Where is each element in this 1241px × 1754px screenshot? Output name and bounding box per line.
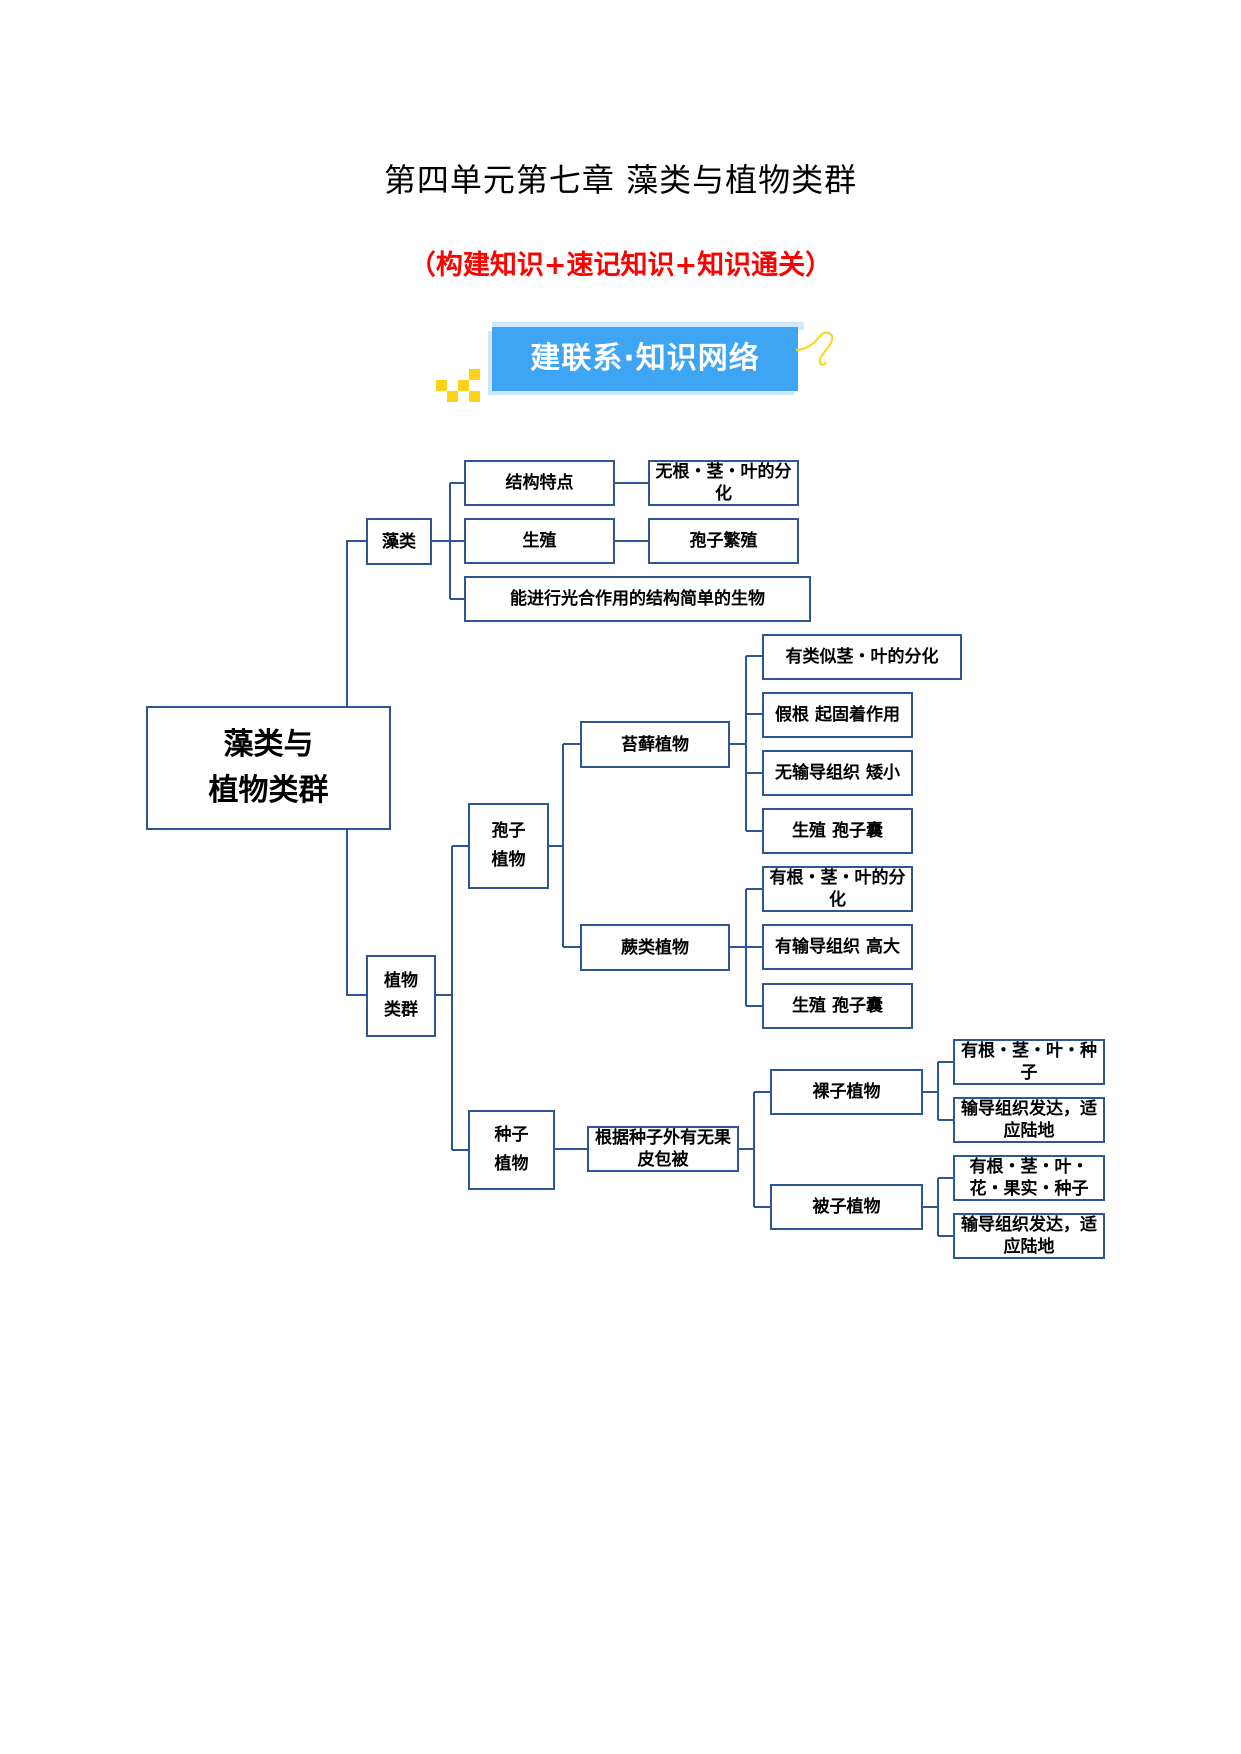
reproduction-detail-node: 孢子繁殖 [648,518,799,564]
criterion-node: 根据种子外有无果皮包被 [587,1126,739,1172]
decor-square [469,391,480,402]
decor-square [447,391,458,402]
gymnosperm-item: 有根・茎・叶・种子 [953,1039,1105,1085]
section-banner: 建联系·知识网络 [436,320,836,406]
moss-item: 无输导组织 矮小 [762,750,913,796]
banner-label: 建联系·知识网络 [492,327,798,391]
fern-item: 有输导组织 高大 [762,924,913,970]
moss-node: 苔藓植物 [580,721,730,768]
angiosperm-item: 输导组织发达，适应陆地 [953,1213,1105,1259]
decor-square [436,380,447,391]
decor-square [469,369,480,380]
fern-item: 生殖 孢子囊 [762,983,913,1029]
root-node: 藻类与 植物类群 [146,706,391,830]
spore-plants-node: 孢子 植物 [468,803,549,889]
swirl-icon [795,331,834,366]
fern-item: 有根・茎・叶的分化 [762,866,913,912]
angiosperm-item: 有根・茎・叶・花・果实・种子 [953,1155,1105,1201]
gymnosperm-node: 裸子植物 [770,1069,923,1115]
structure-node: 结构特点 [464,460,615,506]
fern-node: 蕨类植物 [580,924,730,971]
plants-node: 植物 类群 [366,955,436,1037]
gymnosperm-item: 输导组织发达，适应陆地 [953,1097,1105,1143]
moss-item: 生殖 孢子囊 [762,808,913,854]
decor-square [458,380,469,391]
algae-definition-node: 能进行光合作用的结构简单的生物 [464,576,811,622]
angiosperm-node: 被子植物 [770,1184,923,1230]
moss-item: 假根 起固着作用 [762,692,913,738]
algae-node: 藻类 [366,518,432,565]
page-title: 第四单元第七章 藻类与植物类群 [383,161,858,199]
seed-plants-node: 种子 植物 [468,1110,555,1190]
banner-shadow [492,322,804,330]
structure-detail-node: 无根・茎・叶的分化 [648,460,799,506]
reproduction-node: 生殖 [464,518,615,564]
moss-item: 有类似茎・叶的分化 [762,634,962,680]
page-subtitle: （构建知识+速记知识+知识通关） [408,250,833,281]
